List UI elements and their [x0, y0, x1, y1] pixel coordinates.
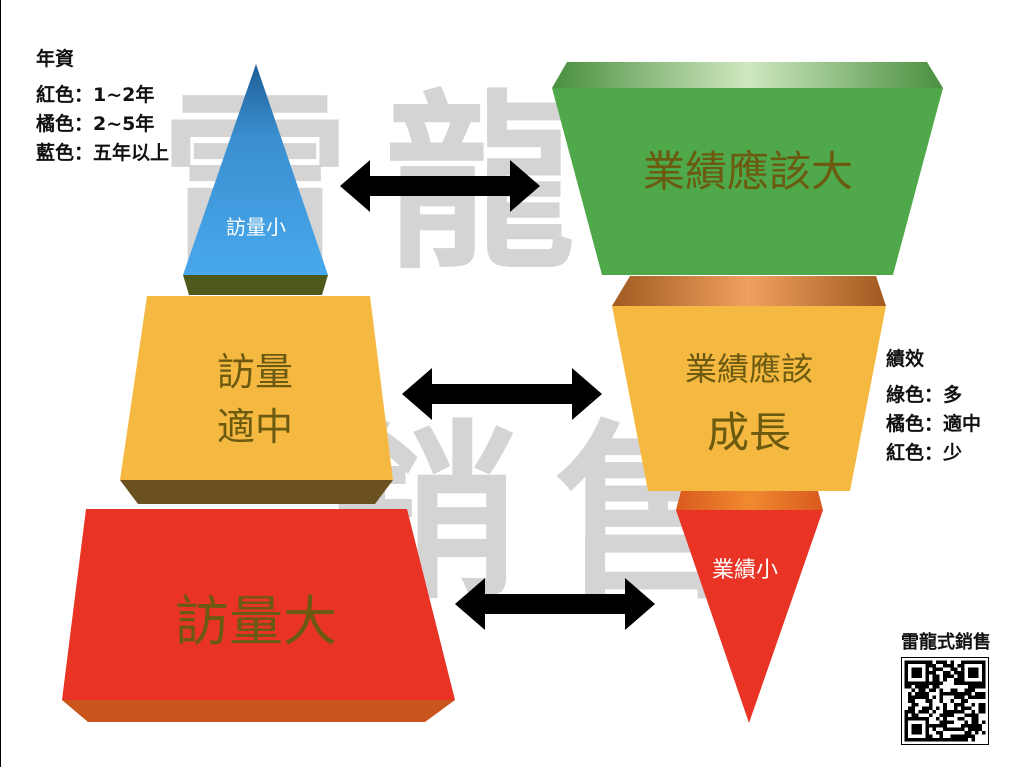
legend-performance-item: 綠色：多 [886, 384, 963, 406]
arrow-top [340, 160, 540, 212]
brand-label: 雷龍式銷售 [901, 632, 991, 653]
legend-years-item: 紅色：1~2年 [36, 84, 155, 106]
left-middle-segment [120, 296, 393, 480]
left-middle-label-2: 適中 [217, 405, 293, 449]
arrow-bottom [455, 578, 655, 630]
left-pyramid: 訪量小 訪量 適中 訪量大 [62, 64, 455, 722]
right-middle-label-2: 成長 [707, 408, 791, 457]
right-top-rim [552, 62, 943, 88]
right-middle-segment [612, 306, 886, 491]
right-top-segment [552, 88, 943, 275]
left-bottom-shadow [62, 700, 455, 722]
arrow-middle [402, 368, 602, 420]
left-top-base [183, 275, 328, 295]
frame-border [0, 0, 1, 767]
right-funnel: 業績應該大 業績應該 成長 業績小 [552, 62, 943, 723]
right-bottom-rim [676, 491, 823, 510]
qr-code-icon [901, 657, 989, 745]
right-middle-rim [612, 276, 886, 306]
right-middle-label-1: 業績應該 [685, 350, 813, 388]
right-top-label: 業績應該大 [643, 147, 853, 196]
right-bottom-segment [676, 510, 823, 723]
legend-performance-item: 橘色：適中 [886, 413, 982, 435]
legend-years: 年資 紅色：1~2年 橘色：2~5年 藍色：五年以上 [36, 44, 169, 168]
right-bottom-label: 業績小 [712, 558, 778, 583]
left-top-label: 訪量小 [226, 215, 286, 239]
left-bottom-segment [62, 509, 455, 700]
legend-years-title: 年資 [36, 48, 75, 70]
left-middle-label-1: 訪量 [217, 350, 293, 394]
legend-years-item: 藍色：五年以上 [36, 142, 170, 164]
legend-performance-title: 績效 [886, 348, 925, 370]
left-middle-shadow [120, 480, 393, 504]
connector-arrows [340, 160, 655, 630]
left-bottom-label: 訪量大 [175, 590, 337, 653]
legend-performance: 績效 綠色：多 橘色：適中 紅色：少 [886, 344, 981, 468]
legend-years-item: 橘色：2~5年 [36, 113, 155, 135]
legend-performance-item: 紅色：少 [886, 442, 963, 464]
left-top-segment [183, 64, 328, 275]
